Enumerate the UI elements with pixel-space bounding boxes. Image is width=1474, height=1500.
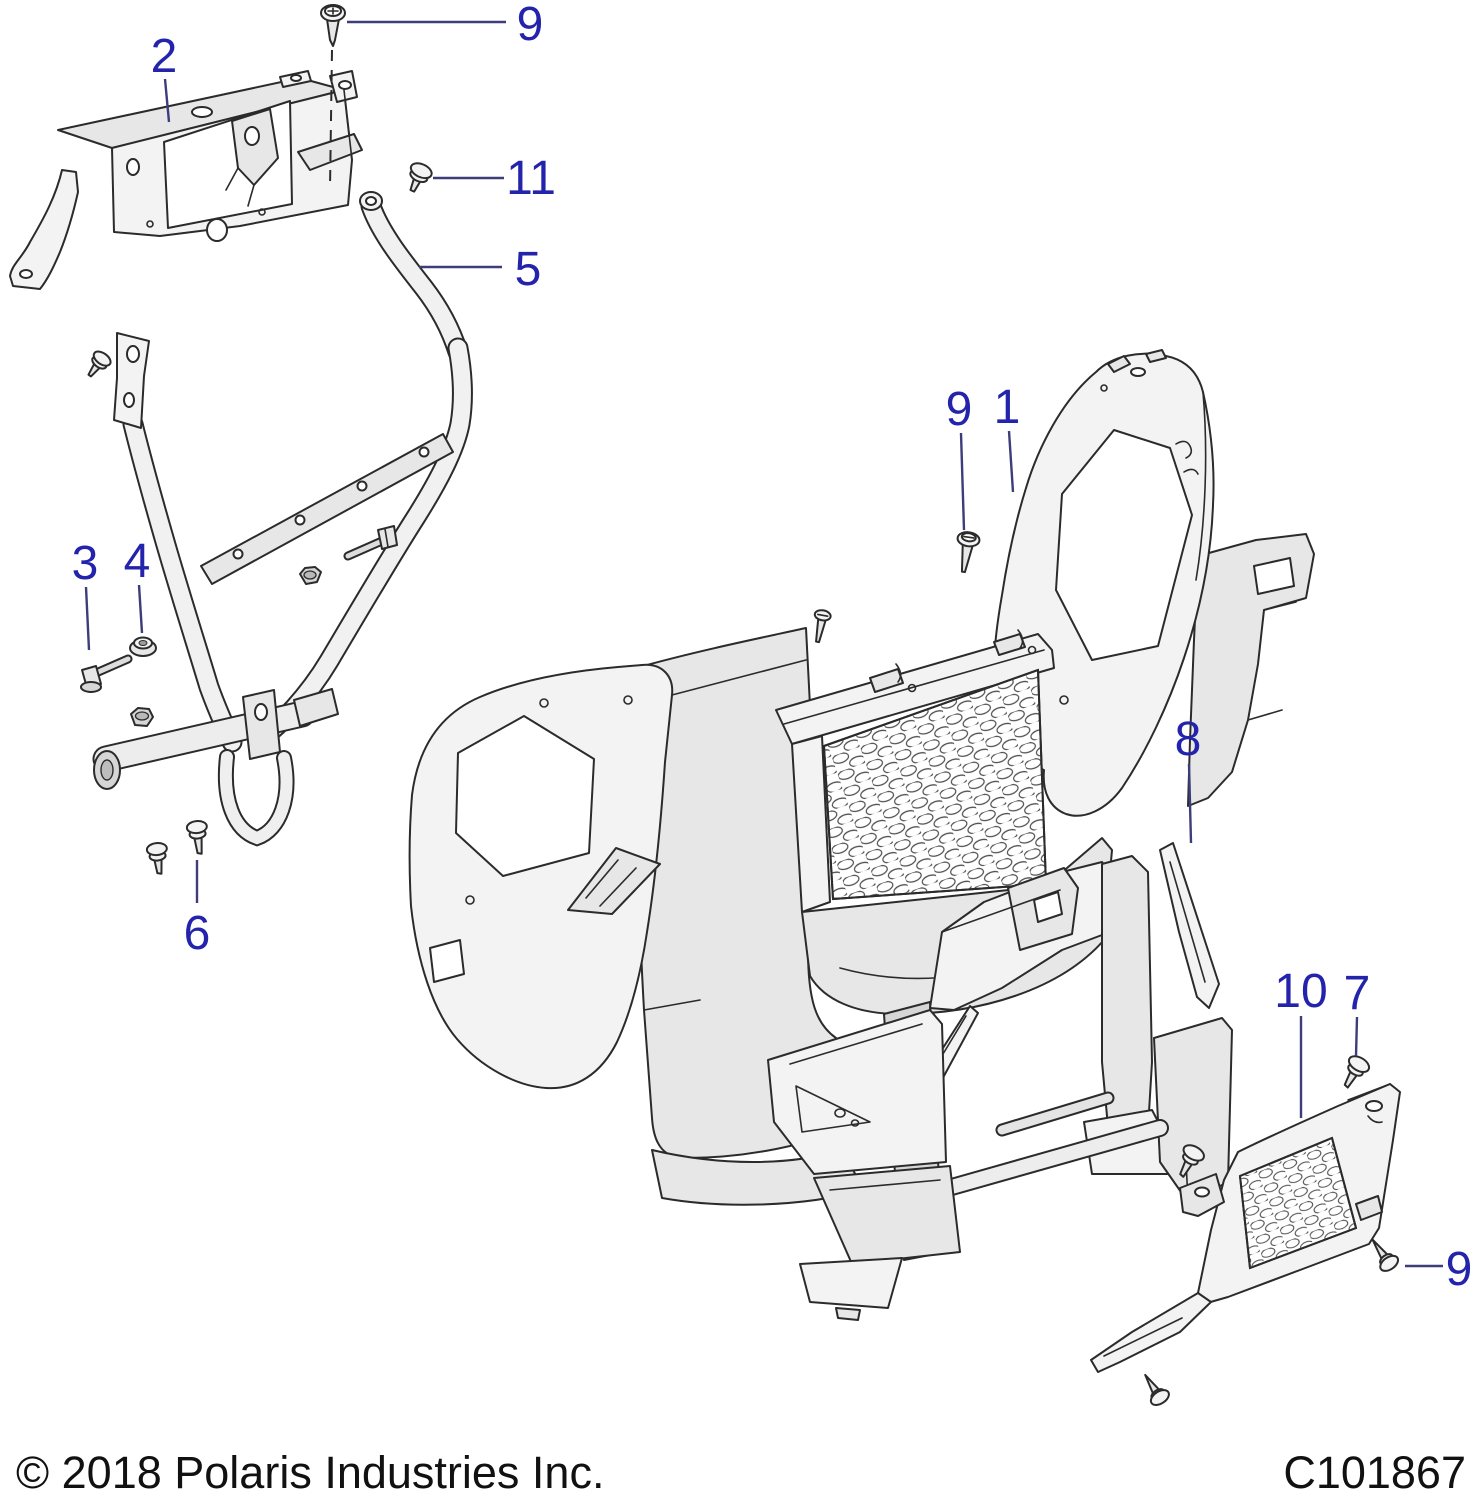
callout-3: 3 bbox=[72, 537, 99, 590]
leader-8 bbox=[1187, 763, 1193, 844]
callout-9-mid: 9 bbox=[946, 383, 973, 436]
nut-frame-lower bbox=[130, 707, 154, 727]
callout-11: 11 bbox=[506, 152, 556, 205]
part-5-bumper-support-frame bbox=[92, 191, 473, 847]
callout-9-top: 9 bbox=[517, 0, 544, 51]
callout-5: 5 bbox=[515, 243, 542, 296]
callout-10: 10 bbox=[1274, 965, 1327, 1018]
part-10-grille-insert bbox=[1090, 1083, 1401, 1373]
leader-lines bbox=[84, 20, 1443, 1268]
screw-9-top bbox=[320, 4, 346, 47]
bolt-frame-center bbox=[343, 525, 398, 561]
rivet-6-right bbox=[185, 820, 208, 855]
callout-1: 1 bbox=[994, 381, 1021, 434]
rivet-7 bbox=[1343, 1055, 1371, 1089]
nut-frame-center bbox=[299, 566, 322, 585]
rivet-11 bbox=[409, 162, 433, 193]
leader-7 bbox=[1354, 1016, 1359, 1057]
leader-3 bbox=[84, 586, 91, 651]
callout-8: 8 bbox=[1175, 713, 1202, 766]
callout-4: 4 bbox=[124, 535, 151, 588]
washer-nut-4 bbox=[129, 636, 157, 657]
leader-2 bbox=[163, 78, 171, 123]
part-8-lower-bumper-fascia bbox=[767, 842, 1233, 1321]
leader-9-mid bbox=[959, 432, 966, 531]
screw-grille-top bbox=[813, 609, 832, 644]
callout-6: 6 bbox=[184, 907, 211, 960]
copyright-text: © 2018 Polaris Industries Inc. bbox=[16, 1447, 604, 1498]
screw-9-bottom bbox=[1371, 1238, 1400, 1272]
rivet-grille-left bbox=[1179, 1144, 1205, 1178]
leader-1 bbox=[1007, 430, 1015, 493]
callout-7: 7 bbox=[1344, 967, 1371, 1020]
figure-code-text: C101867 bbox=[1283, 1447, 1466, 1498]
callout-9-bottom: 9 bbox=[1446, 1243, 1473, 1296]
screw-frame-top-left bbox=[87, 350, 112, 378]
screw-9-mid bbox=[956, 531, 981, 574]
leader-4 bbox=[137, 584, 144, 634]
assembly-dashed-line bbox=[329, 49, 333, 189]
part-2-upper-mount-bracket bbox=[9, 70, 363, 290]
callout-labels: 9 2 11 5 9 1 3 4 8 6 10 7 9 bbox=[72, 0, 1473, 1296]
callout-2: 2 bbox=[151, 30, 178, 83]
rivet-6-left bbox=[145, 842, 168, 875]
screw-grille-bottom bbox=[1144, 1373, 1170, 1406]
bolt-3 bbox=[80, 654, 133, 693]
